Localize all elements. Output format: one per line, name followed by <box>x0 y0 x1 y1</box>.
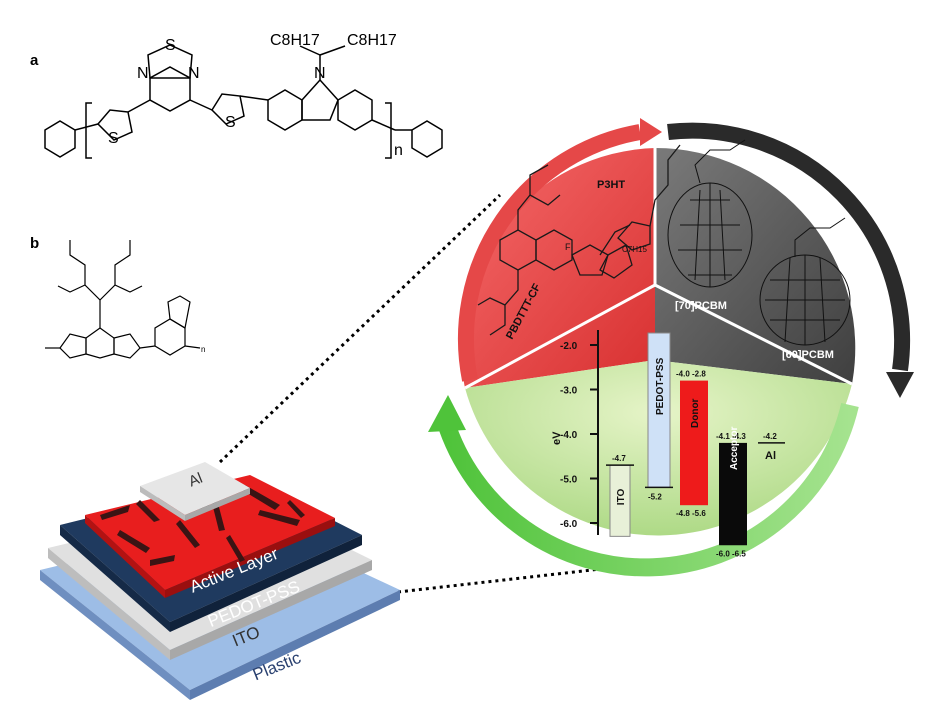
p3ht-label: P3HT <box>597 179 625 191</box>
pcbm60-label: [60]PCBM <box>782 349 834 361</box>
atom-s-3: S <box>225 114 236 131</box>
green-arrow-head <box>428 395 466 432</box>
atom-s-1: S <box>108 130 119 147</box>
layer-al <box>140 462 250 521</box>
energy-tick-label: -3.0 <box>560 386 578 397</box>
pcbm70-structure <box>667 139 753 288</box>
atom-n-2: N <box>188 65 200 82</box>
energy-tick-label: -6.0 <box>560 519 578 530</box>
polymer-b-structure: n <box>45 240 205 359</box>
ito-value-label: -4.7 <box>612 454 626 463</box>
energy-axis-label: eV <box>551 431 563 445</box>
alkyl-chain-right: C8H17 <box>347 32 397 49</box>
panel-label-a: a <box>30 52 39 69</box>
green-arrow <box>436 402 859 577</box>
donor-top-label: -4.0 -2.8 <box>676 370 706 379</box>
energy-tick-label: -2.0 <box>560 341 578 352</box>
repeat-index-a: n <box>394 142 403 159</box>
acceptor-bottom-label: -6.0 -6.5 <box>716 549 746 558</box>
layer-label-al: Al <box>186 470 205 491</box>
acceptor-top-label: -4.1 -4.3 <box>716 432 746 441</box>
gray-arrow <box>667 122 910 372</box>
energy-axis: -2.0 -3.0 -4.0 -5.0 -6.0 <box>560 330 599 535</box>
pbdttt-substituent: C7H15 <box>622 245 647 254</box>
p3ht-structure <box>617 144 681 251</box>
donor-label: Donor <box>690 398 701 428</box>
ito-label: ITO <box>616 488 627 505</box>
energy-tick-label: -5.0 <box>560 475 578 486</box>
layer-active <box>85 475 335 598</box>
pbdttt-structure <box>477 164 633 336</box>
gray-arrow-head <box>886 372 914 398</box>
donor-bar <box>680 380 708 506</box>
atom-s-2: S <box>165 37 176 54</box>
pedot-label: PEDOT-PSS <box>655 357 666 415</box>
phenyl-ring-right <box>411 120 443 158</box>
atom-n-1: N <box>137 65 149 82</box>
pbdttt-atom-f: F <box>565 242 571 252</box>
polymer-a-structure: S N N S S N C8H17 C8H17 n <box>44 32 443 159</box>
acceptor-label: Acceptor <box>729 427 740 470</box>
donor-bottom-label: -4.8 -5.6 <box>676 509 706 518</box>
acceptor-bar <box>719 442 747 546</box>
al-label: Al <box>765 450 776 462</box>
repeat-index-b: n <box>201 345 205 354</box>
pedot-value-label: -5.2 <box>648 492 662 501</box>
alkyl-chain-left: C8H17 <box>270 32 320 49</box>
panel-label-b: b <box>30 235 40 252</box>
energy-tick-label: -4.0 <box>560 430 578 441</box>
red-arrow-head <box>640 118 662 146</box>
red-arrow <box>458 124 642 382</box>
pcbm70-label: [70]PCBM <box>675 300 727 312</box>
al-value-label: -4.2 <box>763 432 777 441</box>
phenyl-ring-left <box>44 120 76 158</box>
atom-n-carbazole: N <box>314 65 326 82</box>
pcbm60-structure <box>759 217 851 346</box>
